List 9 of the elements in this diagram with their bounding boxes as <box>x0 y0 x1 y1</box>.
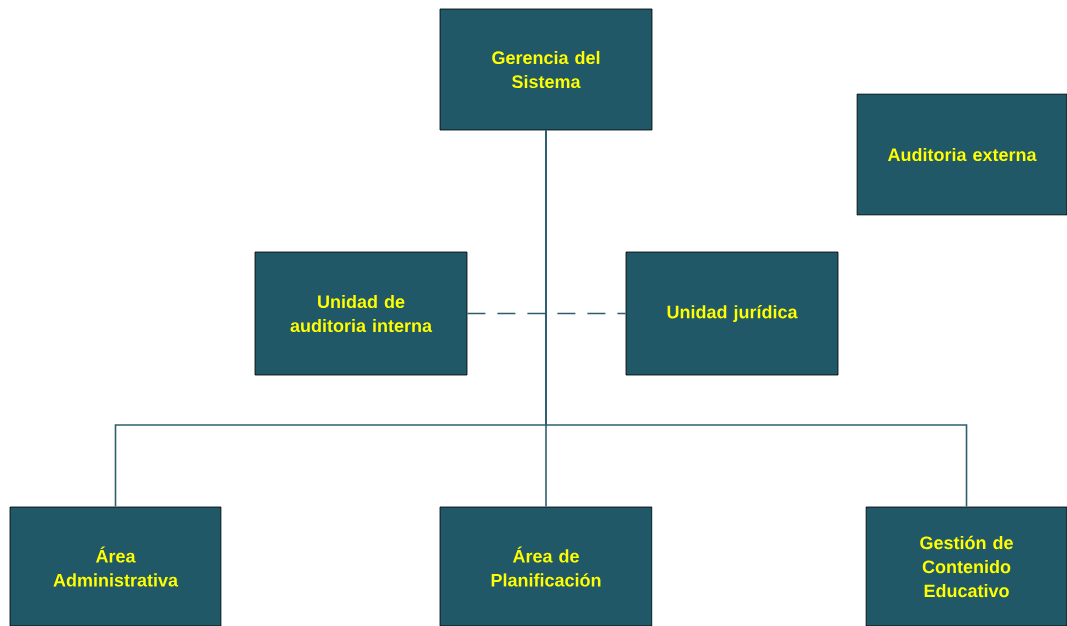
org-box: Unidad de auditoria interna <box>254 251 468 376</box>
connector-line <box>466 312 627 315</box>
org-box: Auditoria externa <box>856 93 1067 216</box>
org-box: Gestión de Contenido Educativo <box>865 506 1067 626</box>
connector-line <box>545 129 968 508</box>
org-box: Área Administrativa <box>9 506 222 626</box>
org-box: Gerencia del Sistema <box>439 8 653 131</box>
org-box: Área de Planificación <box>439 506 653 626</box>
org-box: Unidad jurídica <box>625 251 839 376</box>
